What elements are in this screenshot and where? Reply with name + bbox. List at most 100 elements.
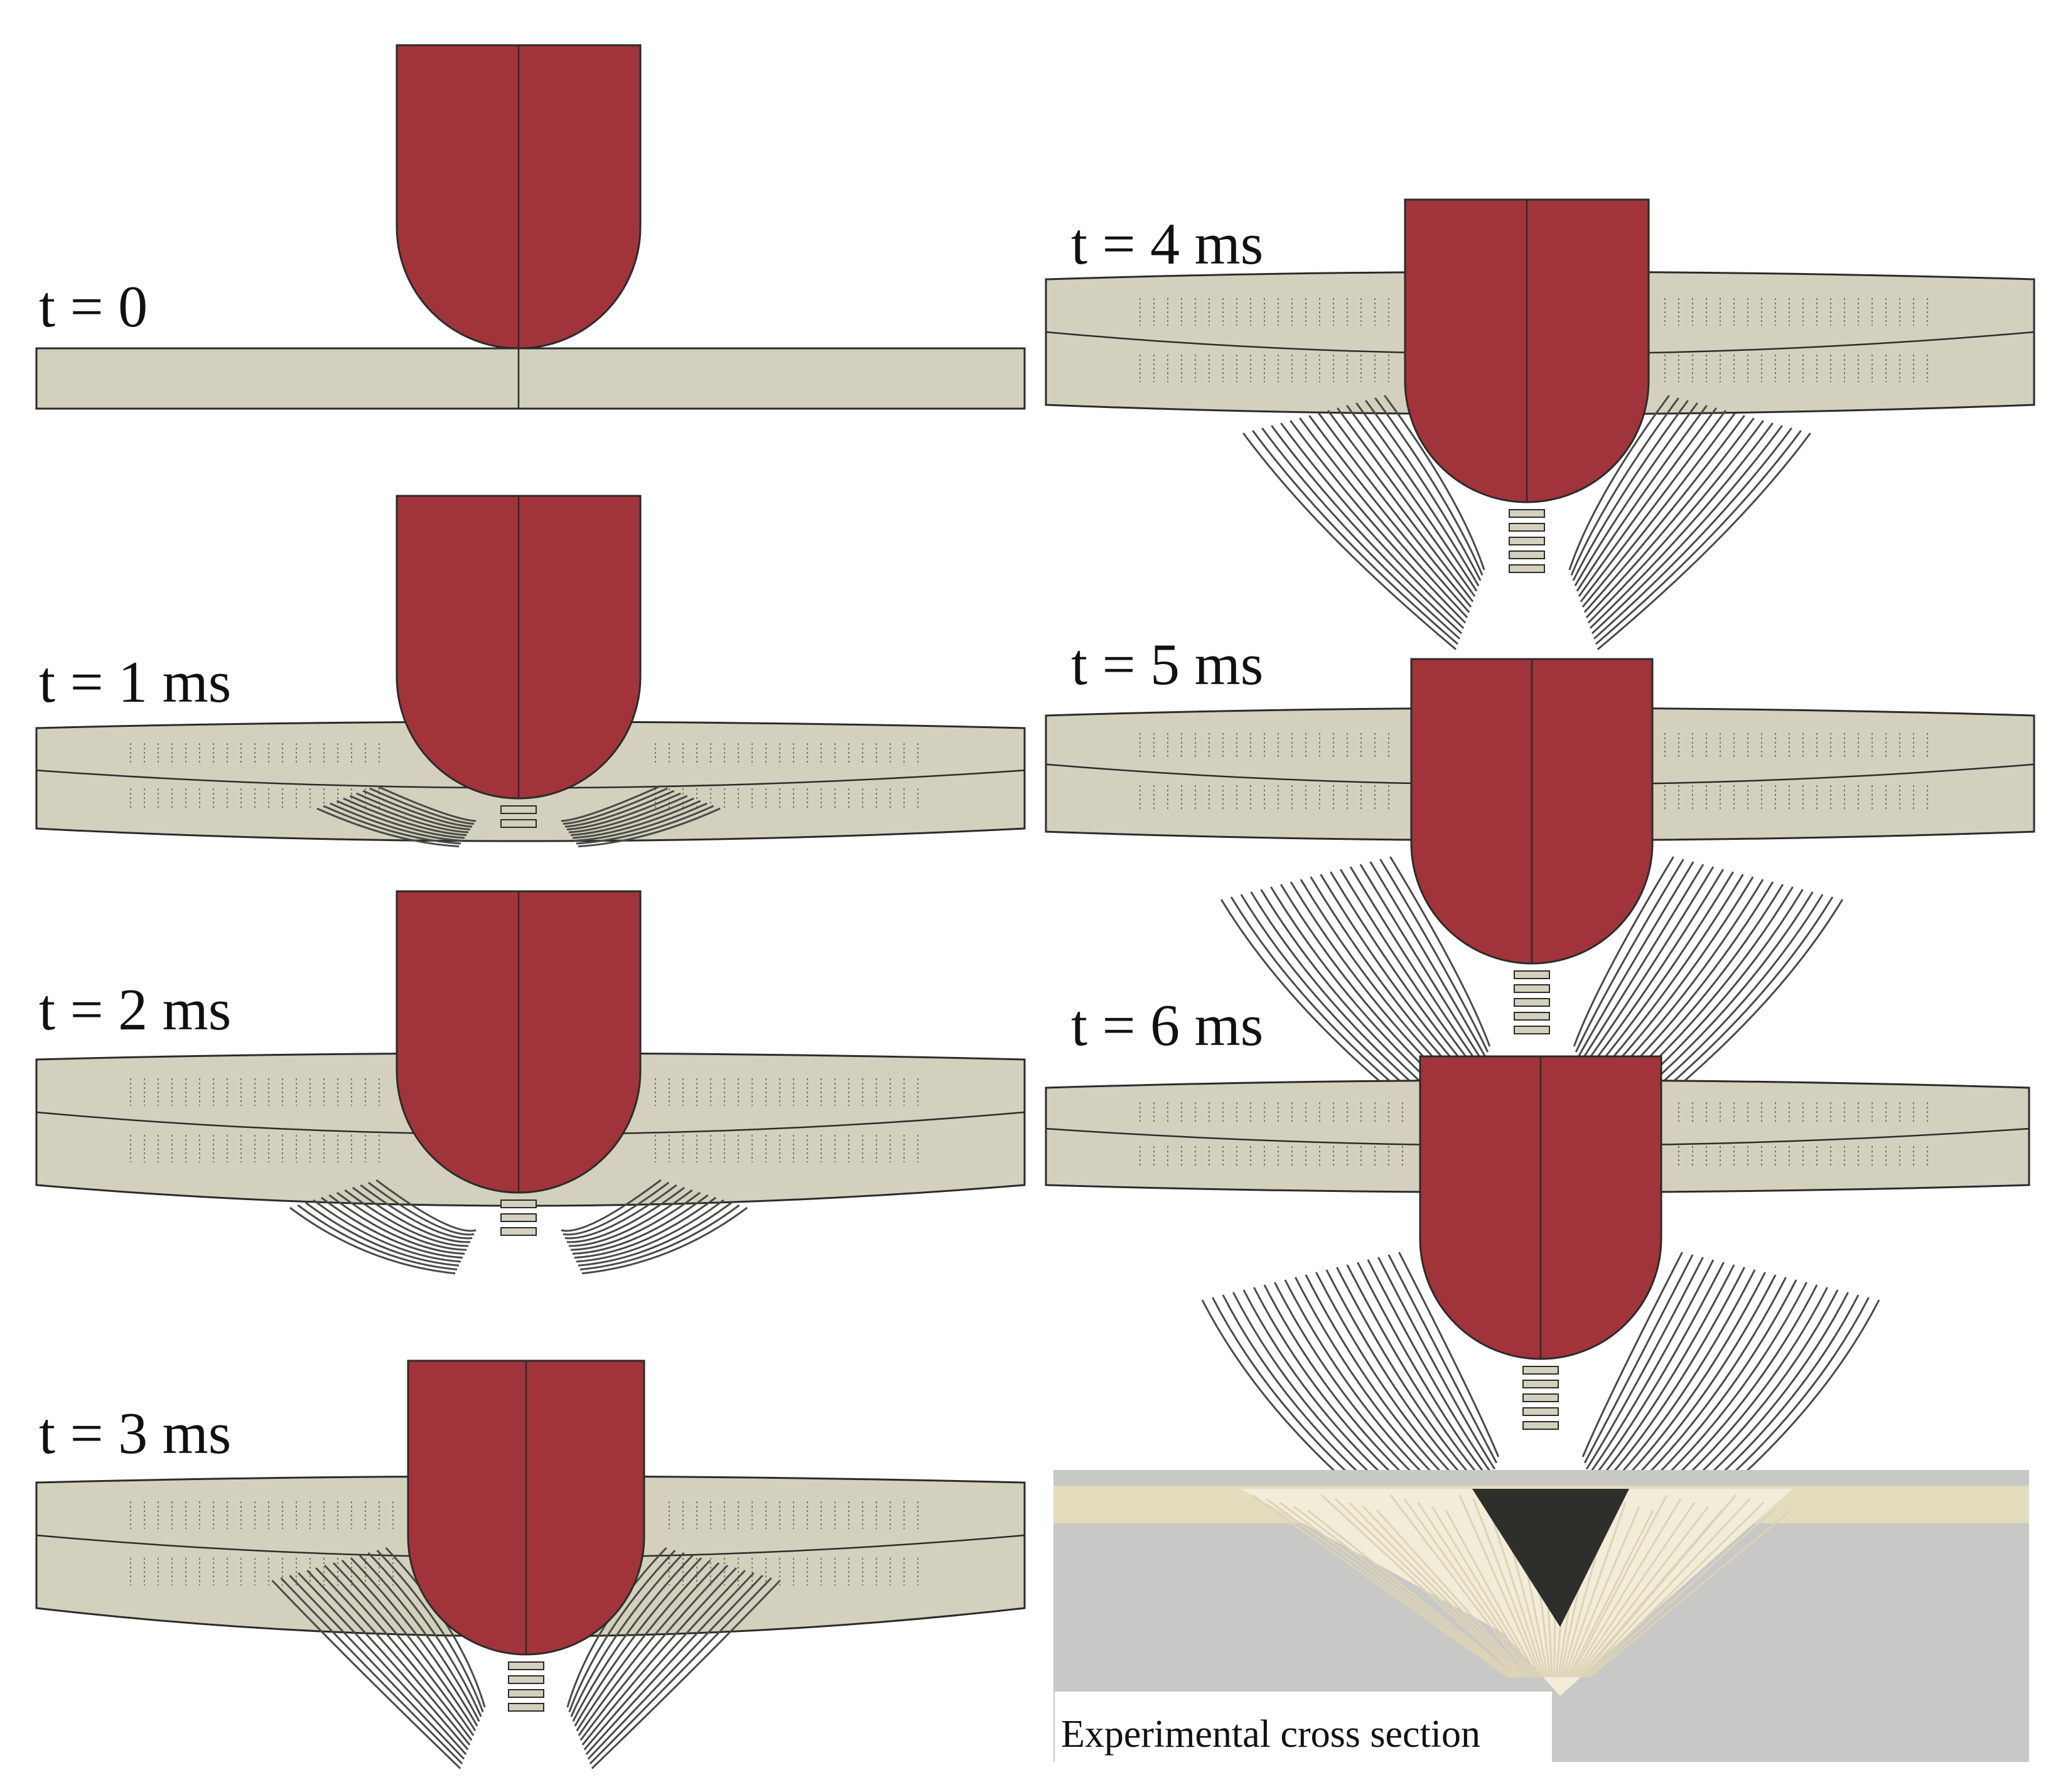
damaged-fiber-bundle <box>1585 417 1755 618</box>
photo-fiber-strand <box>1279 1501 1514 1678</box>
damaged-fiber-bundle <box>566 1186 686 1243</box>
damaged-fiber-bundle <box>566 792 681 830</box>
damaged-fiber-bundle <box>1389 856 1491 1047</box>
damaged-fiber-bundle <box>576 1559 711 1732</box>
damaged-fiber-bundle <box>1349 866 1484 1070</box>
panel-t4 <box>1045 198 2035 650</box>
damaged-fiber-bundle <box>1271 425 1463 635</box>
damaged-fiber-bundle <box>1593 427 1792 640</box>
damaged-fiber-bundle <box>1355 402 1480 587</box>
photo-fiber-strand <box>1376 1509 1528 1678</box>
time-label-t3: t = 3 ms <box>39 1401 231 1466</box>
experimental-caption: Experimental cross section <box>1061 1713 1480 1756</box>
damaged-fiber-bundle <box>1590 1262 1725 1482</box>
photo-fiber-strand <box>1458 1494 1541 1678</box>
damaged-fiber-bundle <box>289 1574 465 1760</box>
damaged-fiber-bundle <box>574 802 708 842</box>
debris-fragment <box>508 1703 544 1712</box>
damaged-fiber-bundle <box>576 805 714 845</box>
photo-fiber-strand <box>1472 1498 1543 1678</box>
debris-fragment <box>508 1689 544 1698</box>
damaged-fiber-bundle <box>350 1557 478 1727</box>
damaged-fiber-bundle <box>1597 432 1811 650</box>
damaged-fiber-bundle <box>336 800 465 839</box>
damaged-fiber-bundle <box>1337 407 1476 598</box>
debris-fragment <box>1522 1407 1559 1416</box>
damaged-fiber-bundle <box>1589 422 1774 629</box>
photo-fiber-strand <box>1417 1502 1534 1678</box>
damaged-fiber-bundle <box>1585 1257 1704 1470</box>
damaged-fiber-bundle <box>1377 1257 1496 1470</box>
debris-fragment <box>1509 537 1545 545</box>
damaged-fiber-bundle <box>581 1206 748 1275</box>
photo-fiber-strand <box>1389 1494 1531 1678</box>
debris-fragment <box>1522 1366 1559 1375</box>
damaged-fiber-bundle <box>572 1554 694 1722</box>
debris-fragment <box>508 1675 544 1684</box>
debris-fragment <box>500 819 537 828</box>
photo-fiber-strand <box>1574 1502 1696 1678</box>
damaged-fiber-bundle <box>297 1204 458 1270</box>
damaged-fiber-bundle <box>563 787 668 825</box>
damaged-fiber-bundle <box>572 1194 709 1255</box>
damaged-fiber-bundle <box>561 785 662 822</box>
damaged-fiber-bundle <box>1591 425 1783 635</box>
damaged-fiber-bundle <box>568 795 688 834</box>
damaged-fiber-bundle <box>566 1547 667 1708</box>
damaged-fiber-bundle <box>1252 430 1459 645</box>
damaged-fiber-bundle <box>344 1189 469 1247</box>
damaged-fiber-bundle <box>362 790 473 828</box>
damaged-fiber-bundle <box>330 802 463 842</box>
photo-fiber-strand <box>1586 1505 1779 1678</box>
photo-fiber-strand <box>1566 1506 1640 1678</box>
damaged-fiber-bundle <box>576 1199 724 1263</box>
photo-fiber-strand <box>1307 1509 1518 1678</box>
debris-fragment <box>1514 1012 1550 1021</box>
photo-fiber-strand <box>1486 1502 1545 1678</box>
damaged-fiber-bundle <box>1587 1259 1715 1476</box>
photo-fiber-strand <box>1293 1505 1516 1678</box>
damaged-fiber-bundle <box>1572 400 1689 581</box>
damaged-fiber-bundle <box>352 1186 471 1243</box>
damaged-fiber-bundle <box>578 1562 720 1736</box>
damaged-fiber-bundle <box>1570 397 1679 576</box>
photo-fiber-strand <box>1445 1510 1539 1678</box>
damaged-fiber-bundle <box>1384 395 1485 571</box>
time-label-t2: t = 2 ms <box>39 977 231 1043</box>
damaged-fiber-bundle <box>358 1554 480 1722</box>
photo-fiber-strand <box>1320 1494 1520 1678</box>
damaged-fiber-bundle <box>1308 415 1470 613</box>
damaged-fiber-bundle <box>289 1206 456 1275</box>
panel-t3 <box>35 1360 1026 1769</box>
time-label-t0: t = 0 <box>39 274 148 340</box>
damaged-fiber-bundle <box>591 1579 781 1769</box>
debris-fragment <box>1522 1380 1559 1388</box>
panel-t2 <box>35 890 1026 1275</box>
damaged-fiber-bundle <box>570 1191 701 1251</box>
damaged-fiber-bundle <box>1576 861 1694 1059</box>
damaged-fiber-bundle <box>369 787 475 825</box>
damaged-fiber-bundle <box>578 807 721 847</box>
photo-fiber-strand <box>1576 1506 1710 1678</box>
time-label-t1: t = 1 ms <box>39 650 231 715</box>
panel-t1 <box>35 495 1026 847</box>
damaged-fiber-bundle <box>336 1191 467 1251</box>
damaged-fiber-bundle <box>360 1184 473 1240</box>
photo-fiber-strand <box>1266 1498 1512 1678</box>
photo-fiber-strand <box>1572 1498 1682 1678</box>
damaged-fiber-bundle <box>1583 869 1725 1076</box>
damaged-fiber-bundle <box>316 807 460 847</box>
debris-fragment <box>500 805 537 814</box>
damaged-fiber-bundle <box>1327 410 1474 603</box>
damaged-fiber-bundle <box>1369 861 1487 1059</box>
time-label-t5: t = 5 ms <box>1071 632 1263 697</box>
damaged-fiber-bundle <box>1280 422 1465 629</box>
photo-fiber-strand <box>1362 1505 1526 1678</box>
photo-fiber-strand <box>1582 1498 1751 1678</box>
photo-fiber-strand <box>1585 1501 1765 1678</box>
damaged-fiber-bundle <box>1374 397 1484 576</box>
time-label-t4: t = 4 ms <box>1071 212 1263 277</box>
panel-t6 <box>1045 1055 2030 1574</box>
damaged-fiber-bundle <box>570 1552 685 1717</box>
panel-t0 <box>35 44 1026 410</box>
